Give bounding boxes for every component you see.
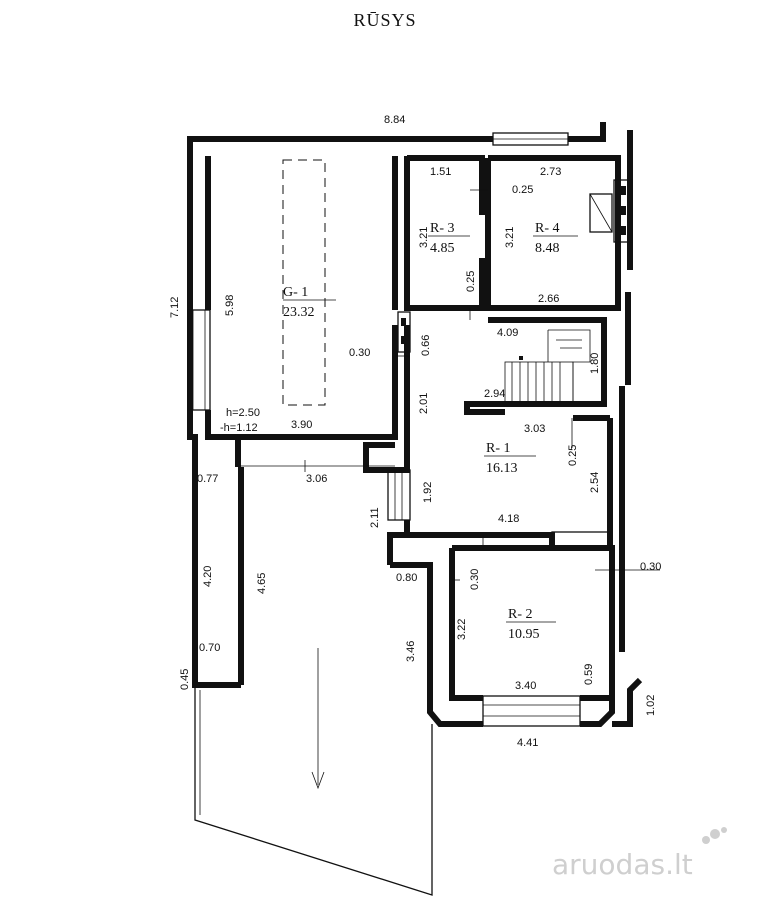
window-garage-left — [187, 309, 211, 411]
right-bottom-wall — [612, 677, 643, 727]
dim-label: 0.30 — [469, 569, 481, 590]
dim-label: 3.03 — [524, 423, 545, 435]
dim-label: 0.66 — [420, 335, 432, 356]
dim-label: 0.25 — [465, 271, 477, 292]
dim-label: 4.65 — [256, 573, 268, 594]
room-r2-id: R- 2 — [508, 607, 533, 622]
dim-label: 4.18 — [498, 513, 519, 525]
garage-left-lower-wall — [205, 410, 241, 467]
garage-car-outline — [282, 159, 326, 406]
dim-label: 0.59 — [583, 664, 595, 685]
garage-bottom-wall — [238, 325, 398, 440]
room-r4-id: R- 4 — [535, 221, 560, 236]
staircase — [504, 329, 591, 403]
watermark-dots-icon — [702, 827, 727, 844]
dim-label: 3.21 — [418, 227, 430, 248]
r3-walls — [404, 156, 470, 311]
dim-label: 7.12 — [169, 297, 181, 318]
room-r1-id: R- 1 — [486, 441, 511, 456]
dim-label: 4.41 — [517, 737, 538, 749]
duct-r4 — [613, 179, 633, 243]
r2-inner — [452, 545, 615, 701]
dim-label: 1.51 — [430, 166, 451, 178]
r3-r4-divider-low — [470, 258, 485, 311]
r1-left-lower — [387, 520, 410, 565]
dim-label: 1.80 — [589, 353, 601, 374]
dim-label: 4.20 — [202, 566, 214, 587]
room-labels: G- 1 23.32 R- 3 4.85 R- 4 8.48 R- 1 16.1… — [220, 221, 578, 642]
dim-label: 3.21 — [504, 227, 516, 248]
duct-r1 — [397, 311, 411, 353]
dim-label: 1.92 — [422, 482, 434, 503]
room-r1-area: 16.13 — [486, 461, 518, 476]
r4-walls — [485, 155, 621, 311]
room-r3-area: 4.85 — [430, 241, 455, 256]
dim-label: 0.30 — [640, 561, 661, 573]
height-note: h=2.50 — [226, 407, 260, 419]
watermark: aruodas.lt — [552, 848, 693, 881]
dim-label: 3.40 — [515, 680, 536, 692]
height-note-minus: -h=1.12 — [220, 422, 258, 434]
dim-label: 2.66 — [538, 293, 559, 305]
boiler — [589, 193, 613, 233]
dim-label: 8.84 — [384, 114, 405, 126]
driveway — [194, 648, 433, 896]
dim-label: 0.25 — [567, 445, 579, 466]
dim-label: 2.54 — [589, 472, 601, 493]
dim-label: 3.90 — [291, 419, 312, 431]
dim-label: 0.77 — [197, 473, 218, 485]
dim-label: 2.11 — [369, 507, 381, 528]
room-r2-area: 10.95 — [508, 627, 540, 642]
dim-label: 3.22 — [456, 619, 468, 640]
dim-label: 1.02 — [645, 695, 657, 716]
r3-r4-top — [407, 155, 485, 215]
room-g1-id: G- 1 — [283, 285, 308, 300]
dimension-labels: 8.84 7.12 5.98 0.30 3.90 1.51 3.21 0.25 … — [169, 114, 661, 749]
window-r2-bottom — [482, 695, 581, 727]
dim-label: 5.98 — [224, 295, 236, 316]
stair-box — [464, 317, 607, 415]
dim-label: 2.01 — [418, 393, 430, 414]
ducts — [397, 179, 633, 353]
room-g1-area: 23.32 — [283, 305, 315, 320]
r2-outer — [390, 562, 483, 727]
window-r1-left — [387, 469, 411, 521]
r2-bottom-right — [580, 698, 615, 727]
plan-title: RŪSYS — [353, 10, 417, 30]
walls — [187, 122, 643, 727]
dim-label: 0.30 — [349, 347, 370, 359]
dim-label: 3.46 — [405, 641, 417, 662]
r2-inner-left — [449, 548, 483, 701]
dim-label: 3.06 — [306, 473, 327, 485]
dim-marks — [395, 189, 660, 581]
room-r3-id: R- 3 — [430, 221, 455, 236]
outer-wall-top-right — [568, 122, 606, 142]
dim-label: 0.80 — [396, 572, 417, 584]
outer-wall-top — [187, 136, 493, 688]
windows — [187, 132, 611, 727]
dim-label: 2.73 — [540, 166, 561, 178]
dim-label: 2.94 — [484, 388, 505, 400]
dim-label: 4.09 — [497, 327, 518, 339]
dim-label: 0.70 — [199, 642, 220, 654]
room-r4-area: 8.48 — [535, 241, 560, 256]
garage-details — [241, 159, 395, 472]
opening-r1-r2 — [551, 531, 611, 549]
dim-label: 0.25 — [512, 184, 533, 196]
r1-left-wall — [363, 325, 410, 473]
dim-label: 0.45 — [179, 669, 191, 690]
